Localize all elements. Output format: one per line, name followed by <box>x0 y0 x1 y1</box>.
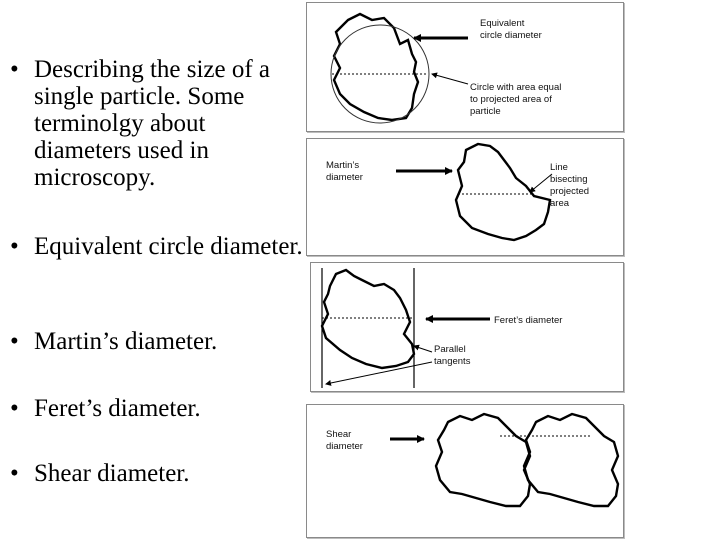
label-tangent-line1: Parallel <box>434 344 466 355</box>
label-feret: Feret’s diameter <box>494 315 562 326</box>
martin-diagram: Martin’s diameter Line bisecting project… <box>326 142 589 242</box>
particle-outline-first <box>434 412 532 508</box>
bisect-pointer-arrow <box>529 173 553 193</box>
tangent-pointer-top <box>413 344 433 353</box>
label-circle-line3: particle <box>470 106 501 117</box>
bullet-shear-text: Shear diameter. <box>34 460 190 487</box>
label-martin-line1: Martin’s <box>326 160 359 171</box>
label-shear-line2: diameter <box>326 441 363 452</box>
label-martin-line2: diameter <box>326 172 363 183</box>
particle-outline-second <box>522 412 620 508</box>
bullet-feret-text: Feret’s diameter. <box>34 395 201 422</box>
bullet-martin: • Martin’s diameter. <box>10 328 308 355</box>
panel-feret <box>310 262 624 392</box>
bullet-martin-text: Martin’s diameter. <box>34 328 218 355</box>
bullet-marker: • <box>10 395 19 422</box>
circle-pointer-arrow <box>431 72 469 85</box>
figure-drawing: Equivalent circle diameter Circle with a… <box>320 12 620 508</box>
particle-outline <box>454 142 552 242</box>
bullet-intro: • Describing the size of a single particl… <box>10 56 308 191</box>
label-shear-line1: Shear <box>326 429 351 440</box>
label-bisect-line4: area <box>550 198 570 209</box>
particle-outline <box>332 12 420 122</box>
label-bisect-line2: bisecting <box>550 174 588 185</box>
label-equivalent-line1: Equivalent <box>480 18 525 29</box>
label-bisect-line1: Line <box>550 162 568 173</box>
bullet-intro-text: Describing the size of a single particle… <box>34 56 271 191</box>
bullet-marker: • <box>10 56 19 83</box>
bullet-marker: • <box>10 328 19 355</box>
bullet-equivalent-circle-text: Equivalent circle diameter. <box>34 233 303 260</box>
particle-outline <box>320 268 416 370</box>
feret-diagram: Feret’s diameter Parallel tangents <box>320 268 562 388</box>
bullet-equivalent-circle: • Equivalent circle diameter. <box>10 233 308 260</box>
label-circle-line2: to projected area of <box>470 94 552 105</box>
equivalent-circle <box>330 24 430 124</box>
panel-shear <box>306 404 624 538</box>
equivalent-circle-diagram: Equivalent circle diameter Circle with a… <box>330 12 561 124</box>
diameter-figure: Equivalent circle diameter Circle with a… <box>304 0 626 540</box>
label-equivalent-line2: circle diameter <box>480 30 542 41</box>
bullet-marker: • <box>10 233 19 260</box>
shear-diagram: Shear diameter <box>326 412 620 508</box>
label-circle-line1: Circle with area equal <box>470 82 561 93</box>
tangent-pointer-bottom <box>325 361 433 386</box>
bullet-feret: • Feret’s diameter. <box>10 395 308 422</box>
bullet-marker: • <box>10 460 19 487</box>
label-bisect-line3: projected <box>550 186 589 197</box>
label-tangent-line2: tangents <box>434 356 471 367</box>
bullet-shear: • Shear diameter. <box>10 460 308 487</box>
